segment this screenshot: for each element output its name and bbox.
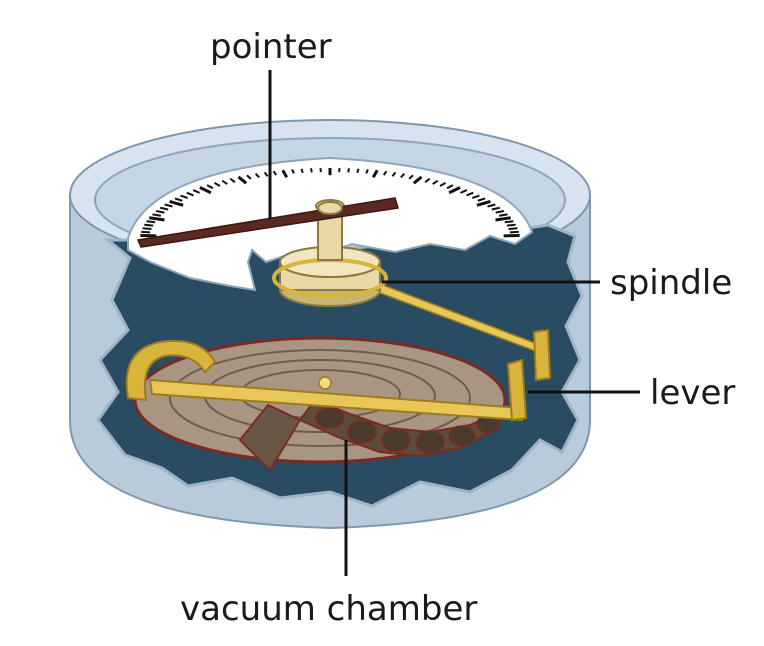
dial-tick xyxy=(495,216,511,222)
chamber-corrugations xyxy=(315,407,500,454)
dial-tick xyxy=(246,174,252,180)
dial-tick xyxy=(491,206,501,211)
dial-tick xyxy=(254,173,260,179)
dial-tick xyxy=(432,179,439,185)
lever-arm xyxy=(148,378,524,422)
dial-tick xyxy=(371,169,379,178)
dial-tick xyxy=(471,194,480,199)
label-spindle: spindle xyxy=(610,263,732,303)
dial-tick xyxy=(174,197,183,202)
dial-tick xyxy=(300,168,304,174)
dial-tick xyxy=(382,170,388,176)
dial-tick xyxy=(476,199,491,207)
dial-tick xyxy=(309,168,313,173)
dial-tick xyxy=(237,175,248,185)
label-spindle-group: spindle xyxy=(382,263,732,303)
dial-tick xyxy=(206,184,214,190)
label-vacuum-chamber: vacuum chamber xyxy=(180,589,477,629)
dial-tick xyxy=(446,184,454,190)
dial-tick xyxy=(281,169,289,178)
dial-tick xyxy=(180,194,189,199)
dial-tick xyxy=(159,206,169,211)
dial-tick xyxy=(498,213,508,217)
dial-tick xyxy=(477,197,486,202)
label-pointer-group: pointer xyxy=(210,27,332,218)
dial-tick xyxy=(356,168,360,174)
dial-tick xyxy=(164,203,173,208)
dial-tick xyxy=(459,189,468,194)
link-post xyxy=(532,328,552,382)
label-lever: lever xyxy=(650,373,735,413)
dial-tick xyxy=(272,170,278,176)
dial-tick xyxy=(291,169,295,174)
dial-tick xyxy=(155,210,165,214)
dial-tick xyxy=(186,191,194,197)
dial-tick xyxy=(213,181,221,187)
lever-upright xyxy=(506,358,528,422)
dial-tick xyxy=(408,174,414,180)
dial-tick xyxy=(229,177,236,183)
dial-tick xyxy=(152,213,162,217)
dial-tick xyxy=(144,223,154,227)
dial-scale-ticks xyxy=(140,167,520,238)
dial-tick xyxy=(424,177,431,183)
dial-tick xyxy=(192,189,201,194)
dial-tick xyxy=(400,173,406,179)
chamber-ring-1 xyxy=(169,349,471,447)
dial-tick xyxy=(391,171,397,177)
dial-tick xyxy=(347,168,351,173)
dial-tick xyxy=(142,227,152,230)
dial-tick xyxy=(412,175,423,185)
dial-tick xyxy=(495,210,505,214)
dial-tick xyxy=(221,179,228,185)
chamber-left-cut xyxy=(238,403,302,472)
dial-tick xyxy=(263,171,269,177)
dial-tick xyxy=(504,220,514,224)
dial-tick xyxy=(448,186,461,195)
lever-hook xyxy=(125,339,217,402)
dial-tick xyxy=(508,227,518,230)
dial-tick xyxy=(169,199,184,207)
label-pointer: pointer xyxy=(210,27,332,67)
lever-assembly xyxy=(125,281,552,422)
dial-tick xyxy=(466,191,474,197)
lever-pivot xyxy=(318,376,332,390)
dial-tick xyxy=(199,186,212,195)
dial-tick xyxy=(439,181,447,187)
dial-tick xyxy=(506,223,516,227)
dial-tick xyxy=(487,203,496,208)
pointer-hub xyxy=(317,201,343,215)
dial-tick xyxy=(146,220,156,224)
dial-tick xyxy=(365,169,369,174)
label-lever-group: lever xyxy=(528,373,735,413)
label-vacuum-chamber-group: vacuum chamber xyxy=(180,440,477,629)
dial-tick xyxy=(149,216,165,222)
